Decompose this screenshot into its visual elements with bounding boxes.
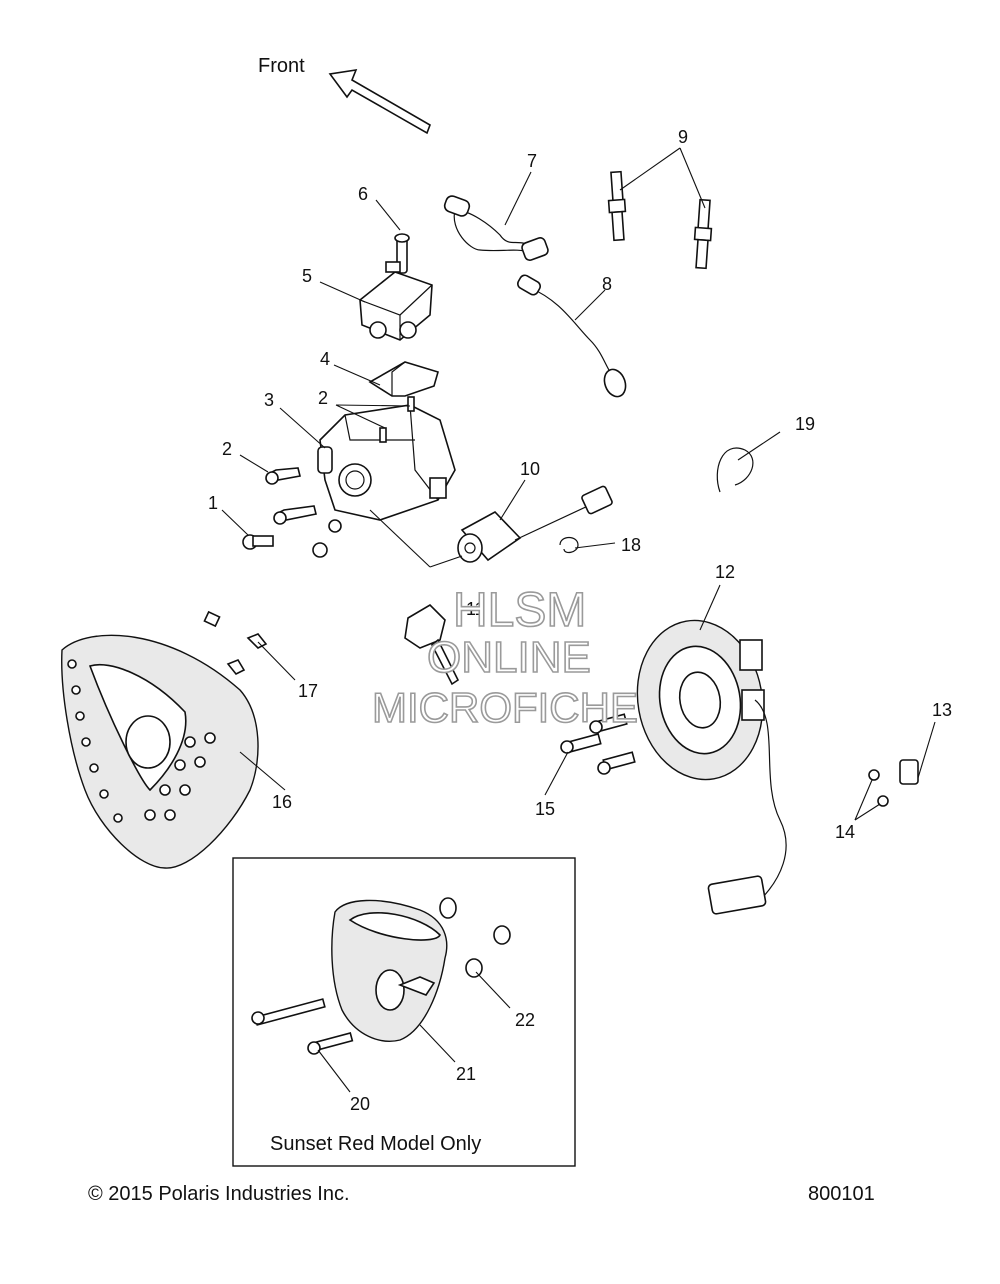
callout-5: 5	[302, 266, 312, 286]
callout-6: 6	[358, 184, 368, 204]
leader-lines	[221, 147, 936, 1093]
wire-part-8	[517, 274, 627, 398]
inset-box: Sunset Red Model Only	[232, 857, 576, 1167]
coil-wire-part-7	[443, 195, 549, 261]
clips-part-17	[203, 610, 268, 676]
callout-1: 1	[208, 493, 218, 513]
stator-part-12	[636, 619, 787, 915]
key-part-11	[404, 603, 460, 686]
figure-number: 800101	[808, 1183, 875, 1205]
front-label: Front	[258, 55, 305, 77]
callout-21: 21	[456, 1064, 476, 1084]
inset-caption: Sunset Red Model Only	[270, 1133, 481, 1155]
bolts-part-15	[560, 713, 636, 775]
mounting-bracket-part-3	[317, 396, 456, 521]
callout-3: 3	[264, 390, 274, 410]
callout-12: 12	[715, 562, 735, 582]
callout-2b: 2	[318, 388, 328, 408]
callout-7: 7	[527, 151, 537, 171]
watermark-line-3: MICROFICHE	[372, 684, 638, 731]
callout-14: 14	[835, 822, 855, 842]
watermark-line-1: HLSM	[453, 584, 586, 637]
front-arrow: Front	[258, 55, 431, 135]
callout-16: 16	[272, 792, 292, 812]
callout-20: 20	[350, 1094, 370, 1114]
callout-19: 19	[795, 414, 815, 434]
copyright-text: © 2015 Polaris Industries Inc.	[88, 1183, 350, 1205]
callout-10: 10	[520, 459, 540, 479]
watermark-line-2: ONLINE	[427, 633, 591, 682]
callout-15: 15	[535, 799, 555, 819]
sensor-part-13	[868, 759, 919, 807]
bracket-part-4	[368, 361, 439, 397]
callout-11: 11	[466, 599, 485, 619]
spark-plugs-part-9	[607, 170, 713, 270]
ignition-switch-part-10	[457, 485, 613, 563]
bolts-part-1-2	[242, 467, 342, 558]
callout-17: 17	[298, 681, 318, 701]
cable-tie-part-19	[716, 447, 754, 493]
callout-9: 9	[678, 127, 688, 147]
callout-8: 8	[602, 274, 612, 294]
cover-part-16	[61, 634, 259, 869]
callouts: 1 2 2 3 4 5 6 7 8 9 10 11 12 13 14 15 16…	[208, 127, 952, 1114]
ignition-module-part-5	[359, 261, 433, 341]
clip-part-18	[559, 536, 579, 554]
callout-2a: 2	[222, 439, 232, 459]
callout-4: 4	[320, 349, 330, 369]
watermark: HLSM ONLINE MICROFICHE	[371, 583, 639, 732]
callout-13: 13	[932, 700, 952, 720]
callout-18: 18	[621, 535, 641, 555]
callout-22: 22	[515, 1010, 535, 1030]
